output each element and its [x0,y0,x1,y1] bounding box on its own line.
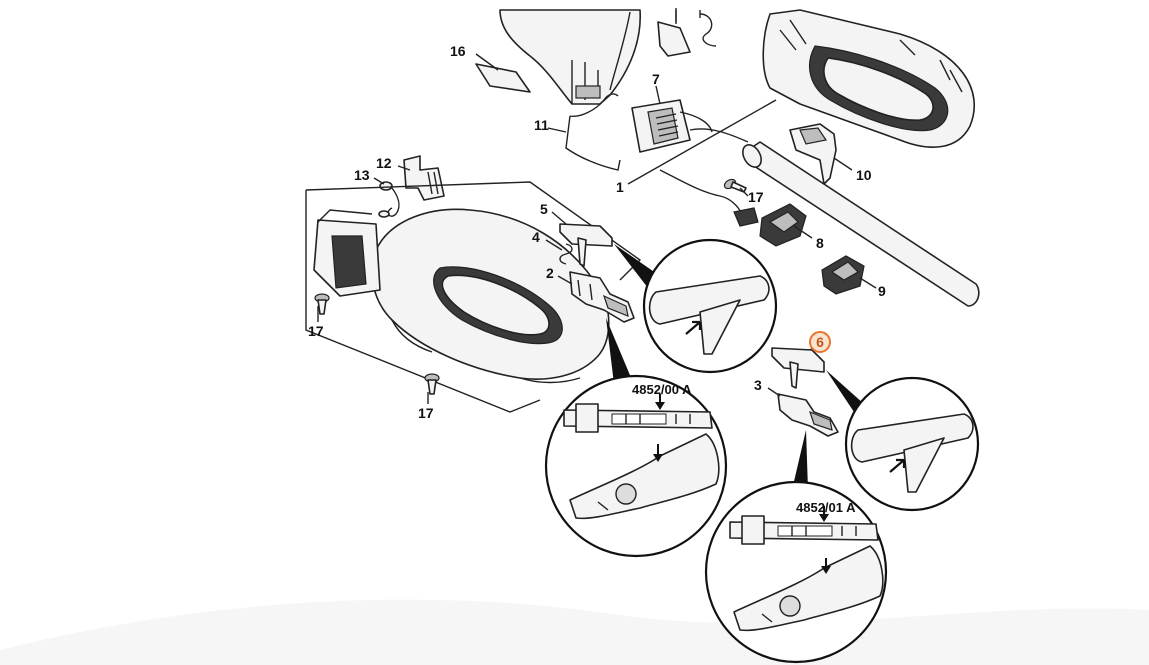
callout-16[interactable]: 16 [450,43,466,59]
zoom-wedge-trigger-2 [606,318,632,384]
screw-17-left [314,293,330,315]
callout-6[interactable]: 6 [816,334,824,350]
trigger-3 [777,393,839,437]
callout-17-bottom[interactable]: 17 [418,405,434,421]
background-wave [0,599,1149,665]
callout-9[interactable]: 9 [878,283,886,299]
zoom-wedge-lever-5 [614,244,660,288]
part-number-4852-01A: 4852/01 A [796,500,856,515]
top-bracket-parts [657,10,717,57]
switch-9 [821,255,865,295]
detail-circle-trigger-3 [704,480,888,664]
screw-17-bottom [424,373,440,395]
callout-5[interactable]: 5 [540,201,548,217]
zoom-wedge-trigger-3 [792,430,808,490]
rear-handle-frame [762,9,975,148]
arrow-icon [685,320,702,335]
spring-4 [559,243,573,265]
arrow-icon [889,458,906,473]
spring-13 [378,181,400,218]
callout-2[interactable]: 2 [546,265,554,281]
detail-circle-trigger-2 [544,374,728,558]
callout-11[interactable]: 11 [534,117,549,133]
detail-circle-lever-5 [642,238,778,374]
callout-7[interactable]: 7 [652,71,660,87]
part-number-4852-00A: 4852/00 A [632,382,692,397]
main-housing-outline [305,181,642,413]
wire-clip-11 [565,93,621,171]
label-plate-16 [475,63,531,93]
main-housing [313,208,610,384]
switch-8 [733,203,807,247]
lever-6 [771,347,825,389]
switch-board-7 [631,99,713,153]
upper-housing-shell [499,9,641,105]
callout-6-highlight-ring [809,331,831,353]
callout-4[interactable]: 4 [532,229,540,245]
hinge-12 [403,155,445,201]
callout-3[interactable]: 3 [754,377,762,393]
callout-1[interactable]: 1 [616,179,624,195]
callout-10[interactable]: 10 [856,167,872,183]
detail-circle-lever-6 [844,376,980,512]
zoom-wedge-lever-6 [826,370,864,412]
trigger-2 [569,271,635,323]
callout-17-right[interactable]: 17 [748,189,764,205]
bracket-10 [789,123,837,185]
callout-8[interactable]: 8 [816,235,824,251]
callout-13[interactable]: 13 [354,167,370,183]
callout-12[interactable]: 12 [376,155,392,171]
lever-5 [559,223,613,267]
handle-tube [742,141,980,307]
callout-17-left[interactable]: 17 [308,323,324,339]
